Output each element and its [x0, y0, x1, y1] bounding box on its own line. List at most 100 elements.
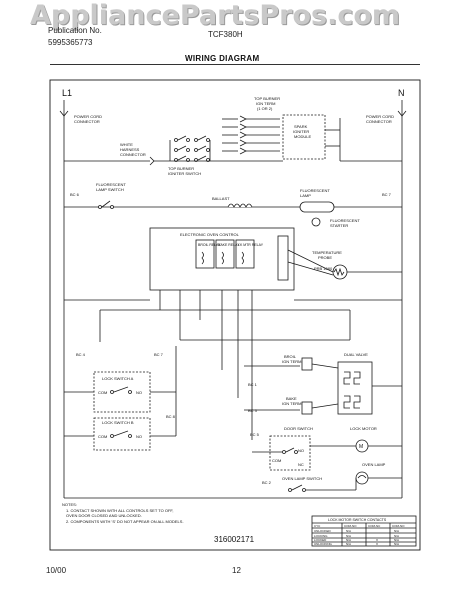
electronic-oven-control: ELECTRONIC OVEN CONTROL BROIL RELAY BAKE… — [149, 227, 402, 291]
diagram-label: FLUORESCENT — [330, 218, 360, 223]
diagram-label: NO — [298, 448, 304, 453]
diagram-label: NOTES: — [62, 502, 77, 507]
diagram-label: LAMP — [300, 193, 311, 198]
diagram-label: BROIL RELAY — [198, 243, 221, 247]
diagram-label: LOCKING — [314, 534, 328, 538]
diagram-label: BC 4 — [76, 352, 86, 357]
diagram-label: COM-NC — [368, 524, 381, 528]
diagram-label: NO — [136, 434, 142, 439]
diagram-label: FLUORESCENT — [300, 188, 330, 193]
diagram-label: LK MTR RELAY — [238, 243, 264, 247]
diagram-label: COM — [272, 458, 281, 463]
diagram-label: N/A — [394, 534, 399, 538]
diagram-label: CONNECTOR — [120, 152, 146, 157]
diagram-label: BC 1 — [248, 382, 258, 387]
diagram-label: BC 3 — [248, 408, 258, 413]
page-title: WIRING DIAGRAM — [185, 54, 260, 63]
power-cord-right: POWER CORD CONNECTOR — [366, 110, 407, 124]
diagram-label: IGN TERM — [256, 101, 275, 106]
diagram-label: N/A — [394, 542, 399, 546]
publication-number: 5995365773 — [48, 38, 93, 47]
title-rule — [50, 64, 420, 65]
diagram-label: PROBE — [318, 255, 332, 260]
publication-label: Publication No. — [48, 26, 102, 35]
diagram-label: IGNITER SWITCH — [168, 171, 201, 176]
l1-label: L1 — [62, 88, 72, 98]
diagram-label: LOCK SWITCH A — [102, 376, 134, 381]
notes-block: NOTES: 1. CONTACT SHOWN WITH ALL CONTROL… — [62, 502, 184, 524]
harness-connector: WHITE HARNESS CONNECTOR — [64, 142, 155, 166]
diagram-label: NC — [298, 462, 304, 467]
diagram-label: UNLOCKED — [314, 529, 332, 533]
diagram-label: OVEN LAMP — [362, 462, 386, 467]
door-lamp-circuit: DOOR SWITCH COM NO NC LOCK MOTOR M OVEN … — [252, 426, 402, 492]
diagram-label: LOCK MOTOR SWITCH CONTACTS — [328, 518, 387, 522]
diagram-label: LAMP SWITCH — [96, 187, 124, 192]
diagram-label: N/A — [346, 529, 351, 533]
switch-contact-table: LOCK MOTOR SWITCH CONTACTS CYC COM-NO CO… — [311, 515, 417, 547]
diagram-label: CYC — [314, 524, 321, 528]
diagram-label: COM-NO — [344, 524, 357, 528]
bc-markers: BC 6 BC 7 BC 4 BC 7 BC 1 BC 8 BC 3 BC 5 … — [70, 192, 392, 485]
diagram-label: BC 5 — [250, 432, 260, 437]
diagram-label: CONNECTOR — [74, 119, 100, 124]
diagram-label: POWER CORD — [74, 114, 102, 119]
diagram-label: N/A — [346, 534, 351, 538]
lock-switches: LOCK SWITCH A COM NO LOCK SWITCH B COM N… — [64, 346, 177, 451]
diagram-label: BC 8 — [166, 414, 176, 419]
spark-module: SPARK IGNITER MODULE — [210, 114, 402, 162]
power-cord-left: POWER CORD CONNECTOR — [59, 110, 102, 124]
top-burner-switches: TOP BURNER IGNITER SWITCH — [154, 135, 211, 176]
diagram-label: STARTER — [330, 223, 348, 228]
diagram-label: HARNESS — [120, 147, 140, 152]
diagram-label: POWER CORD — [366, 114, 394, 119]
diagram-label: TOP BURNER — [254, 96, 280, 101]
diagram-label: COM — [98, 390, 107, 395]
diagram-label: MODULE — [294, 134, 311, 139]
diagram-label: X — [376, 538, 378, 542]
diagram-label: BC 7 — [154, 352, 164, 357]
diagram-label: COM — [98, 434, 107, 439]
diagram-label: LOCK MOTOR — [350, 426, 377, 431]
diagram-label: NO — [136, 390, 142, 395]
diagram-label: WHITE — [120, 142, 133, 147]
diagram-label: TEMPERATURE — [312, 250, 342, 255]
diagram-label: N/A — [394, 538, 399, 542]
diagram-label: BC 2 — [262, 480, 272, 485]
diagram-label: BROIL — [284, 354, 297, 359]
diagram-label: BAKE RELAY — [218, 243, 240, 247]
diagram-label: TOP BURNER — [168, 166, 194, 171]
diagram-label: UNLOCKING — [314, 542, 333, 546]
diagram-label: OVEN LAMP SWITCH — [282, 476, 322, 481]
diagram-label: BALLAST — [212, 196, 230, 201]
igniter-electrodes: TOP BURNER IGN TERM (1 OR 2) — [222, 96, 280, 155]
diagram-label: OVEN DOOR CLOSED AND UNLOCKED. — [66, 513, 142, 518]
model-number: TCF380H — [208, 30, 243, 39]
part-number: 316002171 — [214, 535, 255, 544]
diagram-label: SPARK — [294, 124, 308, 129]
diagram-label: X — [376, 542, 378, 546]
fluorescent-circuit: FLUORESCENT LAMP SWITCH BALLAST FLUORESC… — [64, 182, 402, 228]
diagram-label: IGNITER — [293, 129, 309, 134]
diagram-label: N/A — [346, 538, 351, 542]
n-label: N — [398, 88, 405, 98]
diagram-label: COM-NO — [392, 524, 405, 528]
diagram-label: 2. COMPONENTS WITH 'S' DO NOT APPEAR ON … — [66, 519, 184, 524]
diagram-label: DOOR SWITCH — [284, 426, 313, 431]
footer-date: 10/00 — [46, 566, 67, 575]
diagram-label: 1. CONTACT SHOWN WITH ALL CONTROLS SET T… — [66, 508, 174, 513]
diagram-label: LOCKED — [314, 538, 327, 542]
diagram-label: FLUORESCENT — [96, 182, 126, 187]
control-leads — [64, 290, 402, 440]
diagram-label: ELECTRONIC OVEN CONTROL — [180, 232, 240, 237]
igniter-and-valve: BROIL IGN TERM BAKE IGN TERM DUAL VALVE — [244, 352, 402, 415]
diagram-label: N/A — [346, 542, 351, 546]
diagram-label: BC 6 — [70, 192, 80, 197]
diagram-label: BAKE — [286, 396, 297, 401]
diagram-label: N/A — [394, 529, 399, 533]
diagram-label: IGN TERM — [282, 359, 301, 364]
svg-text:M: M — [359, 444, 363, 450]
diagram-label: (1 OR 2) — [257, 106, 273, 111]
diagram-label: CONNECTOR — [366, 119, 392, 124]
